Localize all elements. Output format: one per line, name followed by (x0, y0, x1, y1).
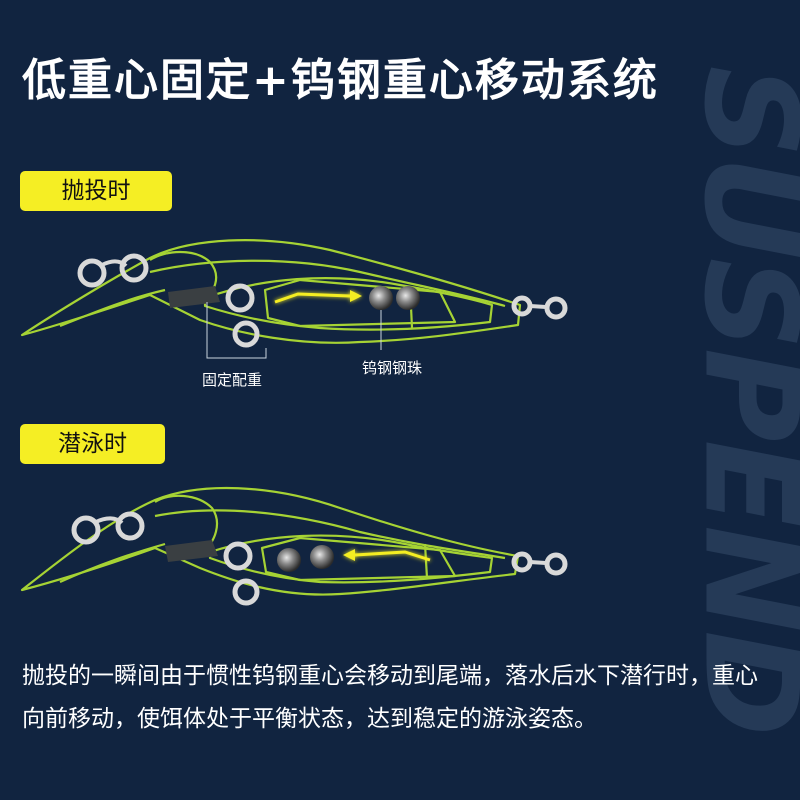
description-text: 抛投的一瞬间由于惯性钨钢重心会移动到尾端，落水后水下潜行时，重心向前移动，使饵体… (22, 663, 758, 732)
tungsten-balls-label: 钨钢钢珠 (362, 359, 423, 377)
callout-lines (206, 302, 382, 359)
tungsten-ball (277, 548, 301, 572)
lure-diagram-swim (20, 486, 568, 606)
fixed-weight-shape (165, 540, 218, 562)
page-title: 低重心固定+钨钢重心移动系统 (22, 55, 659, 106)
cast-label-tag: 抛投时 (20, 171, 172, 211)
lure-body-outline (20, 239, 522, 344)
tungsten-ball (369, 286, 393, 310)
lure-body-outline (20, 486, 520, 596)
swim-label-tag: 潜泳时 (20, 424, 165, 464)
tail-split-ring (511, 551, 568, 576)
tail-split-ring (511, 295, 568, 320)
movement-arrow-forward (343, 549, 431, 562)
lure-diagram-cast (20, 239, 568, 359)
belly-split-ring (225, 283, 260, 348)
front-split-ring (71, 511, 145, 545)
movement-arrow-backward (274, 290, 362, 304)
fixed-weight-label: 固定配重 (202, 371, 263, 389)
belly-split-ring (223, 541, 260, 606)
front-split-ring (77, 253, 149, 288)
tungsten-ball (310, 545, 334, 569)
fixed-weight-shape (168, 286, 220, 308)
tungsten-ball (396, 286, 420, 310)
